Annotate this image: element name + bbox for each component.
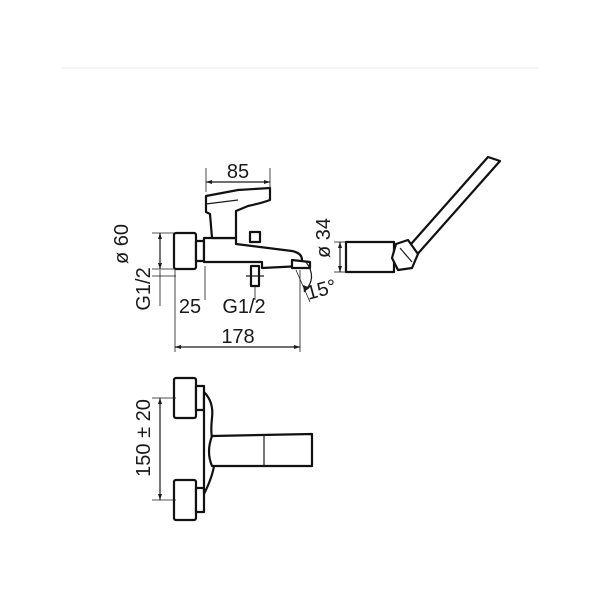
dim-d60-label: ø 60 bbox=[111, 224, 133, 264]
front-lever bbox=[207, 432, 314, 468]
lower-ring bbox=[194, 486, 206, 514]
dim-150-label: 150 ± 20 bbox=[133, 399, 155, 477]
shower-handle bbox=[402, 155, 502, 260]
upper-ring bbox=[194, 384, 206, 412]
dim-85-label: 85 bbox=[227, 161, 249, 183]
dim-25-label: 25 bbox=[179, 296, 201, 318]
side-view: 85 ø 60 G1/2 25 G1/2 178 15° bbox=[111, 161, 339, 352]
lower-connector bbox=[172, 478, 198, 522]
diverter-knob bbox=[248, 230, 262, 244]
hand-shower: ø 34 bbox=[313, 155, 502, 274]
front-view: 150 ± 20 bbox=[133, 376, 314, 522]
connector-ring bbox=[194, 239, 206, 263]
lever-handle bbox=[204, 186, 272, 240]
dim-178-label: 178 bbox=[221, 326, 254, 348]
upper-connector bbox=[172, 376, 198, 420]
mixer-body bbox=[202, 236, 304, 270]
dim-d34-label: ø 34 bbox=[313, 218, 335, 258]
shower-joint bbox=[390, 238, 420, 272]
dim-15deg-label: 15° bbox=[304, 276, 339, 305]
dim-g12-left-label: G1/2 bbox=[133, 267, 155, 310]
joint-line bbox=[399, 247, 413, 263]
handle-edge bbox=[205, 199, 239, 205]
angle-arc bbox=[303, 261, 313, 293]
wall-connector bbox=[172, 231, 198, 271]
dim-g12-outlet-label: G1/2 bbox=[222, 296, 265, 318]
shower-holder bbox=[344, 240, 396, 274]
